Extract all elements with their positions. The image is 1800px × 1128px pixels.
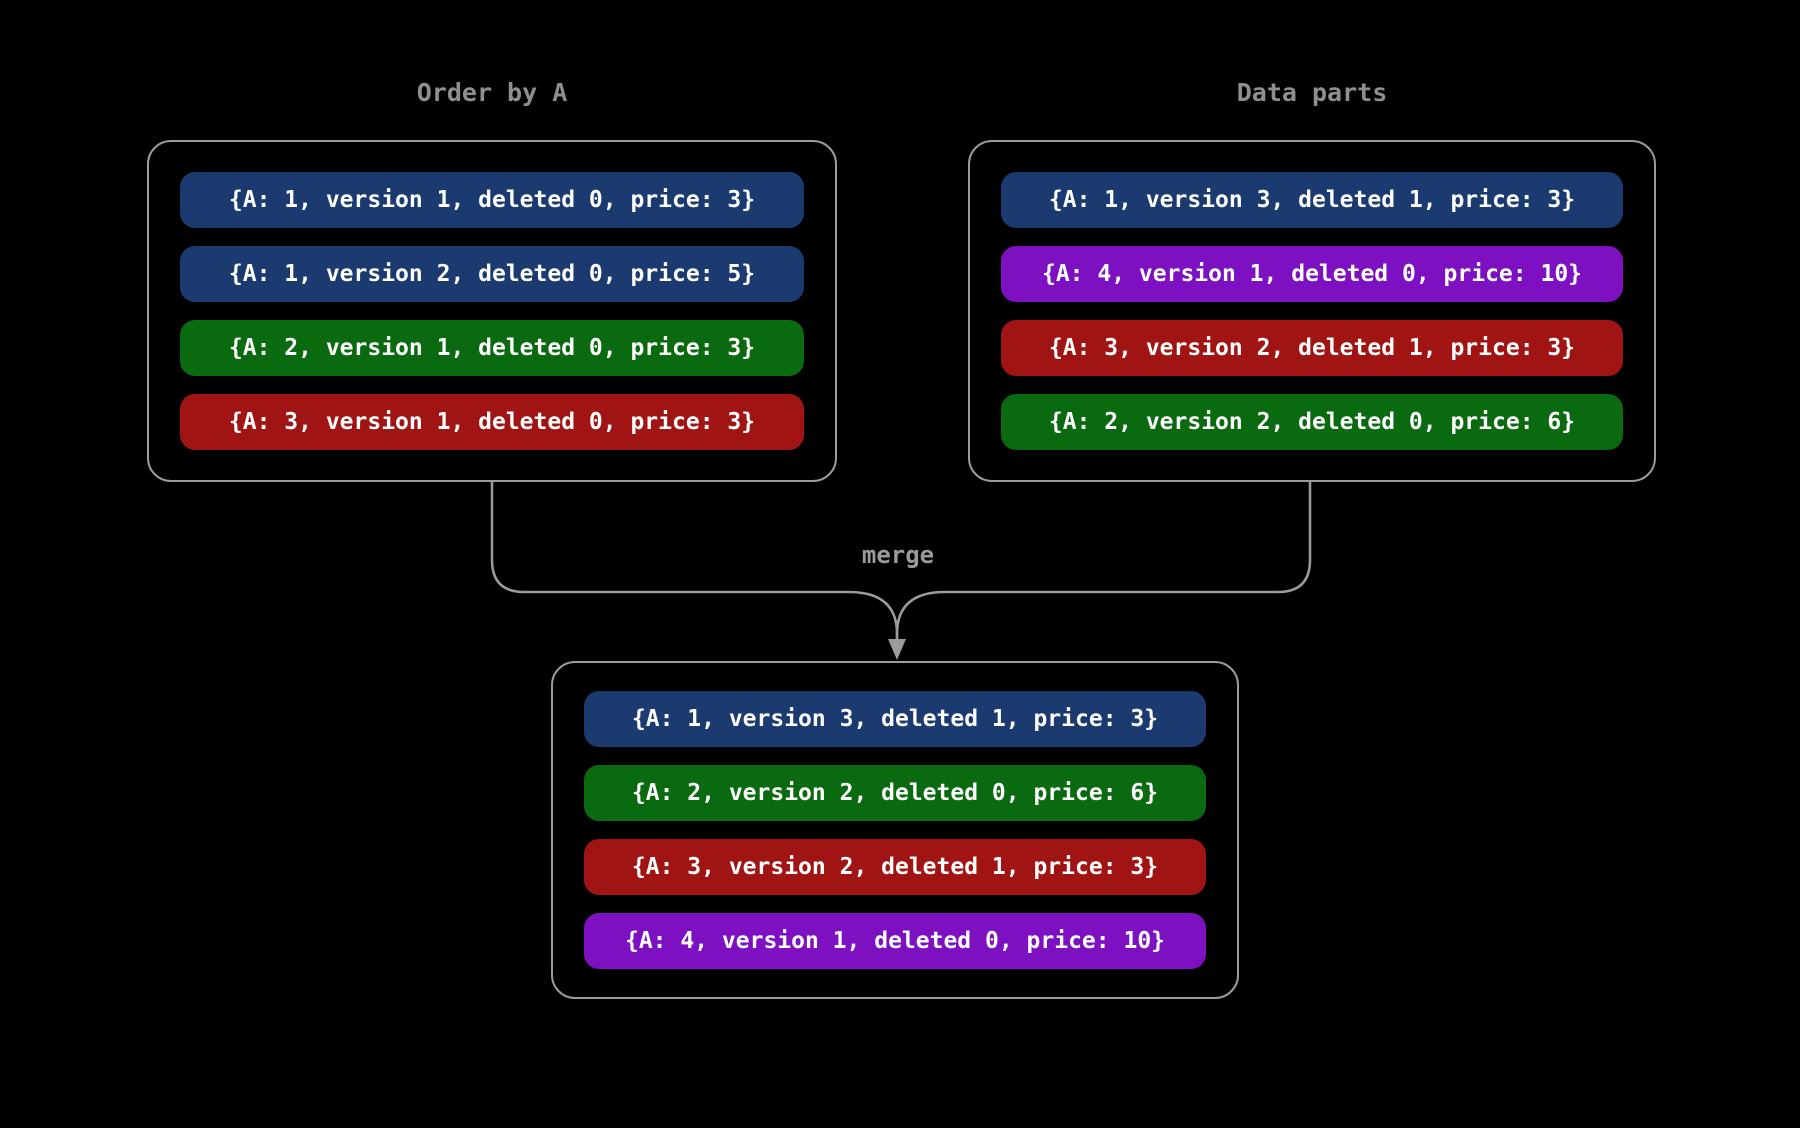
- arrow-down-icon: [888, 639, 906, 660]
- data-row: {A: 3, version 2, deleted 1, price: 3}: [584, 839, 1206, 895]
- order-by-a-title: Order by A: [416, 78, 568, 107]
- data-row: {A: 1, version 2, deleted 0, price: 5}: [180, 246, 804, 302]
- merge-label: merge: [861, 541, 935, 569]
- data-row: {A: 1, version 3, deleted 1, price: 3}: [584, 691, 1206, 747]
- data-row: {A: 1, version 1, deleted 0, price: 3}: [180, 172, 804, 228]
- data-parts-box: {A: 1, version 3, deleted 1, price: 3} {…: [968, 140, 1656, 482]
- merged-result-box: {A: 1, version 3, deleted 1, price: 3} {…: [551, 661, 1239, 999]
- order-by-a-box: {A: 1, version 1, deleted 0, price: 3} {…: [147, 140, 837, 482]
- data-row: {A: 2, version 1, deleted 0, price: 3}: [180, 320, 804, 376]
- data-row: {A: 3, version 1, deleted 0, price: 3}: [180, 394, 804, 450]
- data-parts-title: Data parts: [1236, 78, 1388, 107]
- data-row: {A: 1, version 3, deleted 1, price: 3}: [1001, 172, 1623, 228]
- data-row: {A: 2, version 2, deleted 0, price: 6}: [1001, 394, 1623, 450]
- data-row: {A: 2, version 2, deleted 0, price: 6}: [584, 765, 1206, 821]
- data-row: {A: 4, version 1, deleted 0, price: 10}: [584, 913, 1206, 969]
- data-row: {A: 3, version 2, deleted 1, price: 3}: [1001, 320, 1623, 376]
- data-row: {A: 4, version 1, deleted 0, price: 10}: [1001, 246, 1623, 302]
